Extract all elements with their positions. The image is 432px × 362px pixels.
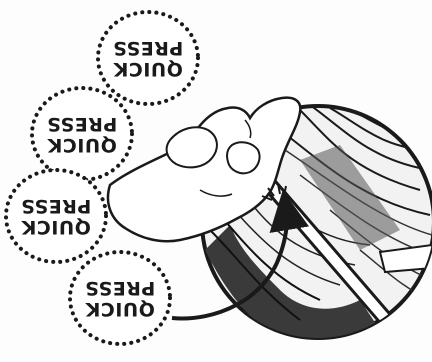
badge-line-2: PRESS [85,277,156,298]
badge-line-2: PRESS [47,113,118,134]
badge-line-1: QUICK [113,58,183,79]
badge-line-2: PRESS [113,37,184,58]
badge-line-1: QUICK [47,134,117,155]
badge-line-1: QUICK [85,298,155,319]
badge-line-2: PRESS [21,195,92,216]
badge-line-1: QUICK [21,216,91,237]
badge-label: QUICK PRESS [66,248,174,348]
quick-press-badge: QUICK PRESS [66,248,174,348]
